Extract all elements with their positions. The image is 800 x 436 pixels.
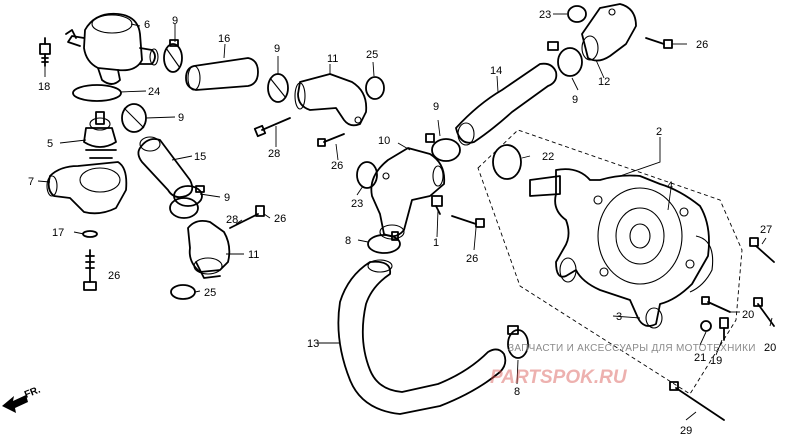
thermostat-housing-cover	[65, 12, 159, 85]
part-label-23: 23	[351, 198, 363, 210]
radiator-hose-upper	[455, 62, 558, 146]
part-label-26: 26	[696, 39, 708, 51]
bolt-27	[749, 237, 775, 263]
part-label-9: 9	[274, 43, 280, 55]
hose-clamp	[425, 133, 461, 162]
part-label-17: 17	[52, 227, 64, 239]
part-label-9: 9	[433, 101, 439, 113]
bypass-hose	[185, 57, 259, 91]
hose-clamp	[173, 185, 205, 207]
bolt-26	[451, 215, 485, 228]
part-label-18: 18	[38, 81, 50, 93]
part-label-21: 21	[694, 352, 706, 364]
bolt-19	[719, 317, 729, 341]
water-outlet-joint	[581, 3, 637, 62]
part-label-25: 25	[204, 287, 216, 299]
pump-assembly-boundary	[477, 129, 743, 395]
front-direction-indicator: FR.	[2, 384, 42, 413]
part-label-9: 9	[172, 15, 178, 27]
hose-clamp	[163, 39, 183, 73]
part-label-9: 9	[572, 94, 578, 106]
sealing-washer	[82, 230, 98, 238]
bolt-26	[317, 133, 345, 147]
part-label-24: 24	[148, 86, 160, 98]
hose-clamp-8	[507, 325, 529, 359]
part-label-8: 8	[345, 235, 351, 247]
part-label-19: 19	[710, 355, 722, 367]
part-label-15: 15	[194, 151, 206, 163]
water-joint-lower	[187, 219, 231, 279]
water-pump-body	[529, 168, 714, 329]
hose-clamp	[169, 197, 199, 219]
part-label-13: 13	[307, 338, 319, 350]
part-label-26: 26	[331, 160, 343, 172]
part-label-27: 27	[760, 224, 772, 236]
part-label-1: 1	[433, 237, 439, 249]
thermostat	[83, 111, 117, 159]
part-label-2: 2	[656, 126, 662, 138]
part-label-4: 4	[667, 180, 673, 192]
bolt-20	[701, 296, 731, 313]
watermark-site: PARTSPOK.RU	[490, 367, 628, 388]
part-label-26: 26	[108, 270, 120, 282]
part-label-26: 26	[274, 213, 286, 225]
part-label-11: 11	[248, 249, 259, 261]
front-arrow-icon	[2, 395, 28, 413]
hose-clamp	[267, 73, 289, 103]
part-label-10: 10	[378, 135, 390, 147]
part-label-20: 20	[742, 309, 754, 321]
part-label-8: 8	[514, 386, 520, 398]
bolt-26	[645, 37, 673, 49]
part-label-20: 20	[764, 342, 776, 354]
hose-clamp	[547, 41, 583, 77]
o-ring-22	[492, 144, 522, 180]
part-label-16: 16	[218, 33, 230, 45]
part-labels: 6 9 16 9 11 25 18 24 9 5 15 7 9 17 28 26…	[28, 9, 776, 436]
part-label-9: 9	[178, 112, 184, 124]
leader-lines	[37, 13, 773, 421]
part-label-28: 28	[268, 148, 280, 160]
part-label-6: 6	[144, 19, 150, 31]
hose-clamp-8	[367, 231, 401, 254]
thermostat-housing	[46, 161, 128, 215]
part-label-22: 22	[542, 151, 554, 163]
part-label-25: 25	[366, 49, 378, 61]
part-label-12: 12	[598, 76, 610, 88]
bolt-28	[253, 117, 291, 138]
part-label-3: 3	[616, 311, 622, 323]
part-label-29: 29	[680, 425, 692, 436]
watermark: ЗАПЧАСТИ И АКСЕССУАРЫ ДЛЯ МОТОТЕХНИКИ PA…	[490, 343, 756, 388]
washer-21	[700, 320, 712, 332]
thermostat-hose	[137, 136, 194, 199]
bolt-1	[431, 195, 443, 215]
bolt-26	[83, 249, 97, 291]
part-label-9: 9	[224, 192, 230, 204]
o-ring-25	[365, 76, 385, 100]
part-label-23: 23	[539, 9, 551, 21]
part-label-5: 5	[47, 138, 53, 150]
watermark-tagline: ЗАПЧАСТИ И АКСЕССУАРЫ ДЛЯ МОТОТЕХНИКИ	[508, 343, 756, 354]
part-label-11: 11	[327, 53, 338, 65]
hose-clamp	[121, 103, 147, 133]
front-label: FR.	[23, 384, 42, 400]
part-label-7: 7	[28, 176, 34, 188]
pump-inlet-joint	[370, 147, 446, 240]
water-joint-upper	[294, 73, 368, 127]
part-label-26: 26	[466, 253, 478, 265]
part-label-28: 28	[226, 214, 238, 226]
o-ring-23	[567, 5, 587, 23]
bolt-29	[669, 381, 725, 421]
bolt-28	[229, 205, 265, 229]
o-ring-23	[356, 161, 378, 189]
bleed-bolt	[39, 37, 51, 67]
part-label-14: 14	[490, 65, 502, 77]
o-ring-25	[170, 284, 196, 300]
o-ring-24	[72, 84, 122, 102]
radiator-hose-lower	[337, 259, 507, 415]
